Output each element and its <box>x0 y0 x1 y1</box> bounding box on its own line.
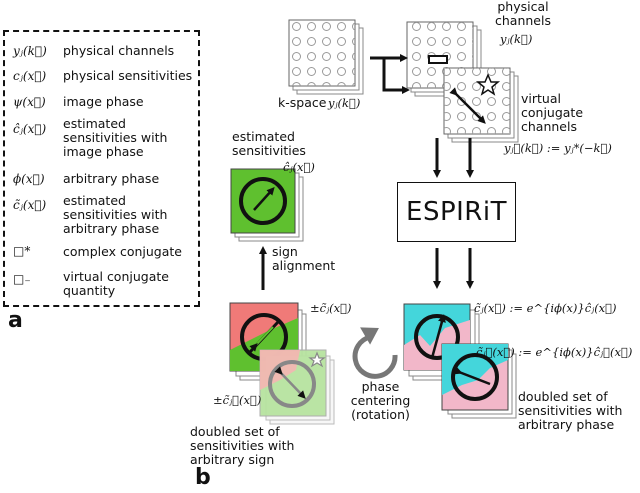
legend-text: image phase <box>63 94 144 109</box>
legend-text: arbitrary phase <box>63 171 160 186</box>
split-arrow <box>370 54 410 94</box>
kspace-label: k-space <box>278 95 327 110</box>
legend-symbol: ϕ(x⃗) <box>13 172 45 186</box>
kspace-math: yⱼ(k⃗) <box>328 96 361 110</box>
espirit-label: ESPIRiT <box>406 197 507 227</box>
legend-text: estimated sensitivities with image phase <box>63 116 168 159</box>
kspace-stack <box>288 19 364 95</box>
espirit-box: ESPIRiT <box>397 182 516 242</box>
estimated-sensitivities-label: estimated sensitivities <box>232 129 306 158</box>
virtual-channels-stack <box>443 67 519 143</box>
legend-box: yⱼ(k⃗) physical channels cⱼ(x⃗) physical… <box>3 30 200 307</box>
physical-channels-label: physical channels <box>495 0 551 28</box>
estimated-sensitivities-math: ĉⱼ(x⃗) <box>283 160 315 174</box>
pm-math-top: ±c̃ⱼ(x⃗) <box>310 301 352 315</box>
legend-symbol: □₋ <box>13 272 31 286</box>
virtual-channels-math: yⱼ⋆(k⃗) := yⱼ*(−k⃗) <box>504 141 612 155</box>
pm-math-bottom: ±c̃ⱼ⋆(x⃗) <box>213 393 262 407</box>
estimated-sensitivities-stack <box>230 168 304 242</box>
doubled-sign-label: doubled set of sensitivities with arbitr… <box>190 424 295 467</box>
doubled-phase-label: doubled set of sensitivities with arbitr… <box>518 389 623 432</box>
phase-centering-icon <box>352 327 398 379</box>
arrows-from-espirit <box>433 248 474 289</box>
virtual-channels-label: virtual conjugate channels <box>521 91 584 134</box>
phase-centering-label: phase centering (rotation) <box>350 379 411 422</box>
legend-text: virtual conjugate quantity <box>63 269 169 298</box>
legend-symbol: c̃ⱼ(x⃗) <box>13 198 47 212</box>
legend-text: physical channels <box>63 43 175 58</box>
ctilde-math: c̃ⱼ(x⃗) := e^{iϕ(x)}ĉⱼ(x⃗) <box>474 301 617 315</box>
doubled-sign-stack <box>229 302 335 425</box>
arrows-to-espirit <box>433 138 474 178</box>
doubled-phase-stack <box>403 303 517 419</box>
panel-label-a: a <box>8 308 23 333</box>
legend-symbol: ψ(x⃗) <box>13 95 46 109</box>
legend-symbol: □* <box>13 244 31 258</box>
legend-symbol: cⱼ(x⃗) <box>13 69 47 83</box>
panel-label-b: b <box>195 465 211 490</box>
legend-text: physical sensitivities <box>63 68 193 83</box>
legend-symbol: yⱼ(k⃗) <box>13 44 47 58</box>
ctilde-star-math: c̃ⱼ⋆(x⃗) := e^{iϕ(x)}ĉⱼ⋆(x⃗) <box>476 345 633 359</box>
sign-alignment-label: sign alignment <box>272 244 336 273</box>
legend-text: complex conjugate <box>63 244 182 259</box>
physical-channels-math: yⱼ(k⃗) <box>500 32 533 46</box>
legend-text: estimated sensitivities with arbitrary p… <box>63 193 168 236</box>
legend-symbol: ĉⱼ(x⃗) <box>13 122 47 136</box>
